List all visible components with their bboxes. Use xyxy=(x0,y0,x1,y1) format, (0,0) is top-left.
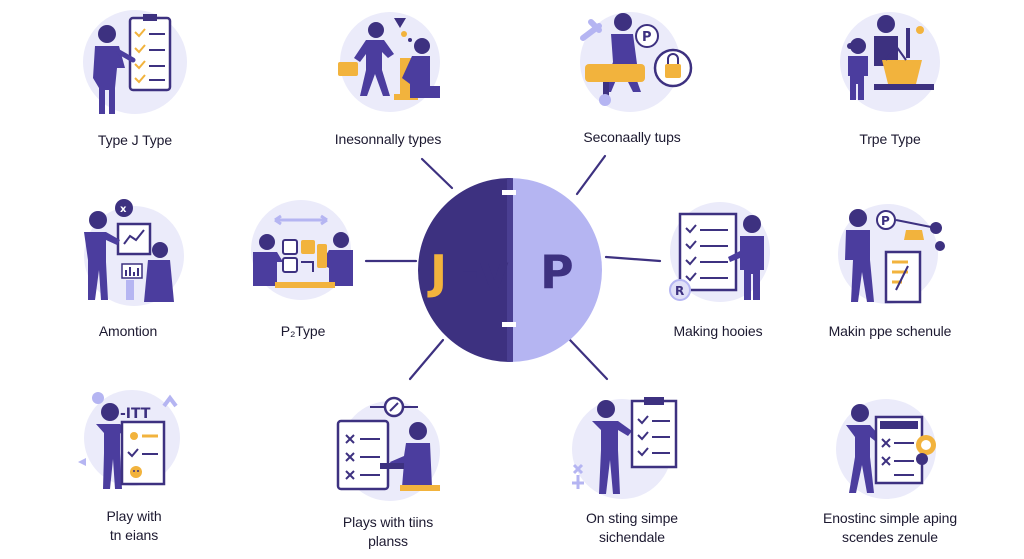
item-label: Makin ppe schenule xyxy=(770,322,1010,341)
label-line: Play with xyxy=(106,508,162,524)
item-label: Inesonnally types xyxy=(268,130,508,149)
center-letter-j: J xyxy=(427,245,447,299)
lock-person-icon: P xyxy=(580,12,693,112)
item-label: Enostinc simple aping scendes zenule xyxy=(770,509,1010,547)
center-middle-text: -v xyxy=(460,245,509,299)
item-label: Trpe Type xyxy=(770,130,1010,149)
item-label: Plays with tiins planss xyxy=(268,513,508,551)
item-label: Amontion xyxy=(8,322,248,341)
schedule-checklist-icon xyxy=(572,397,678,499)
connector-line xyxy=(568,338,609,381)
label-line: scendes zenule xyxy=(842,529,938,545)
label-line: Enostinc simple aping xyxy=(822,510,958,526)
checklist-board-icon: R xyxy=(669,202,770,302)
connector-line xyxy=(575,154,607,196)
plan-board-icon: -ITT xyxy=(78,390,180,489)
item-label: Type J Type xyxy=(15,131,255,150)
checklist-person-icon xyxy=(83,10,187,114)
label-line: sichendale xyxy=(599,529,665,545)
schedule-person-icon: P xyxy=(838,204,945,304)
workshop-people-icon xyxy=(338,12,440,112)
label-line: Seconaally tups xyxy=(583,129,681,145)
puzzle-team-icon xyxy=(251,200,353,300)
label-line: Makin ppe schenule xyxy=(828,323,952,339)
label-line: Making hooies xyxy=(673,323,763,339)
label-line: planss xyxy=(368,533,408,549)
label-line: Plays with tiins xyxy=(342,514,434,530)
label-line: Amontion xyxy=(98,323,158,339)
label-line: Trpe Type xyxy=(859,131,921,147)
item-label: P₂Type xyxy=(183,322,423,341)
shopping-basket-people-icon xyxy=(840,12,940,112)
item-label: Play with tn eians xyxy=(14,507,254,545)
label-line: P₂Type xyxy=(280,323,326,339)
laptop-list-icon xyxy=(336,396,440,501)
label-line: Type J Type xyxy=(97,132,173,148)
jp-center-circle: J -v P xyxy=(418,178,602,362)
item-label: On sting simpe sichendale xyxy=(512,509,752,547)
svg-text:x: x xyxy=(120,204,127,215)
center-letter-p: P xyxy=(540,245,574,299)
calendar-clock-icon xyxy=(836,399,936,499)
svg-text:R: R xyxy=(675,284,684,298)
item-label: Making hooies xyxy=(598,322,838,341)
svg-text:-ITT: -ITT xyxy=(120,406,151,422)
connector-line xyxy=(604,255,662,263)
item-label: Seconaally tups xyxy=(512,128,752,147)
label-line: On sting simpe xyxy=(586,510,678,526)
label-line: Inesonnally types xyxy=(334,131,442,147)
svg-text:P: P xyxy=(881,214,890,228)
connector-line xyxy=(408,338,445,381)
svg-text:P: P xyxy=(642,30,652,45)
connector-line xyxy=(420,157,454,190)
label-line: tn eians xyxy=(109,527,159,543)
board-discussion-icon: x xyxy=(84,199,184,306)
